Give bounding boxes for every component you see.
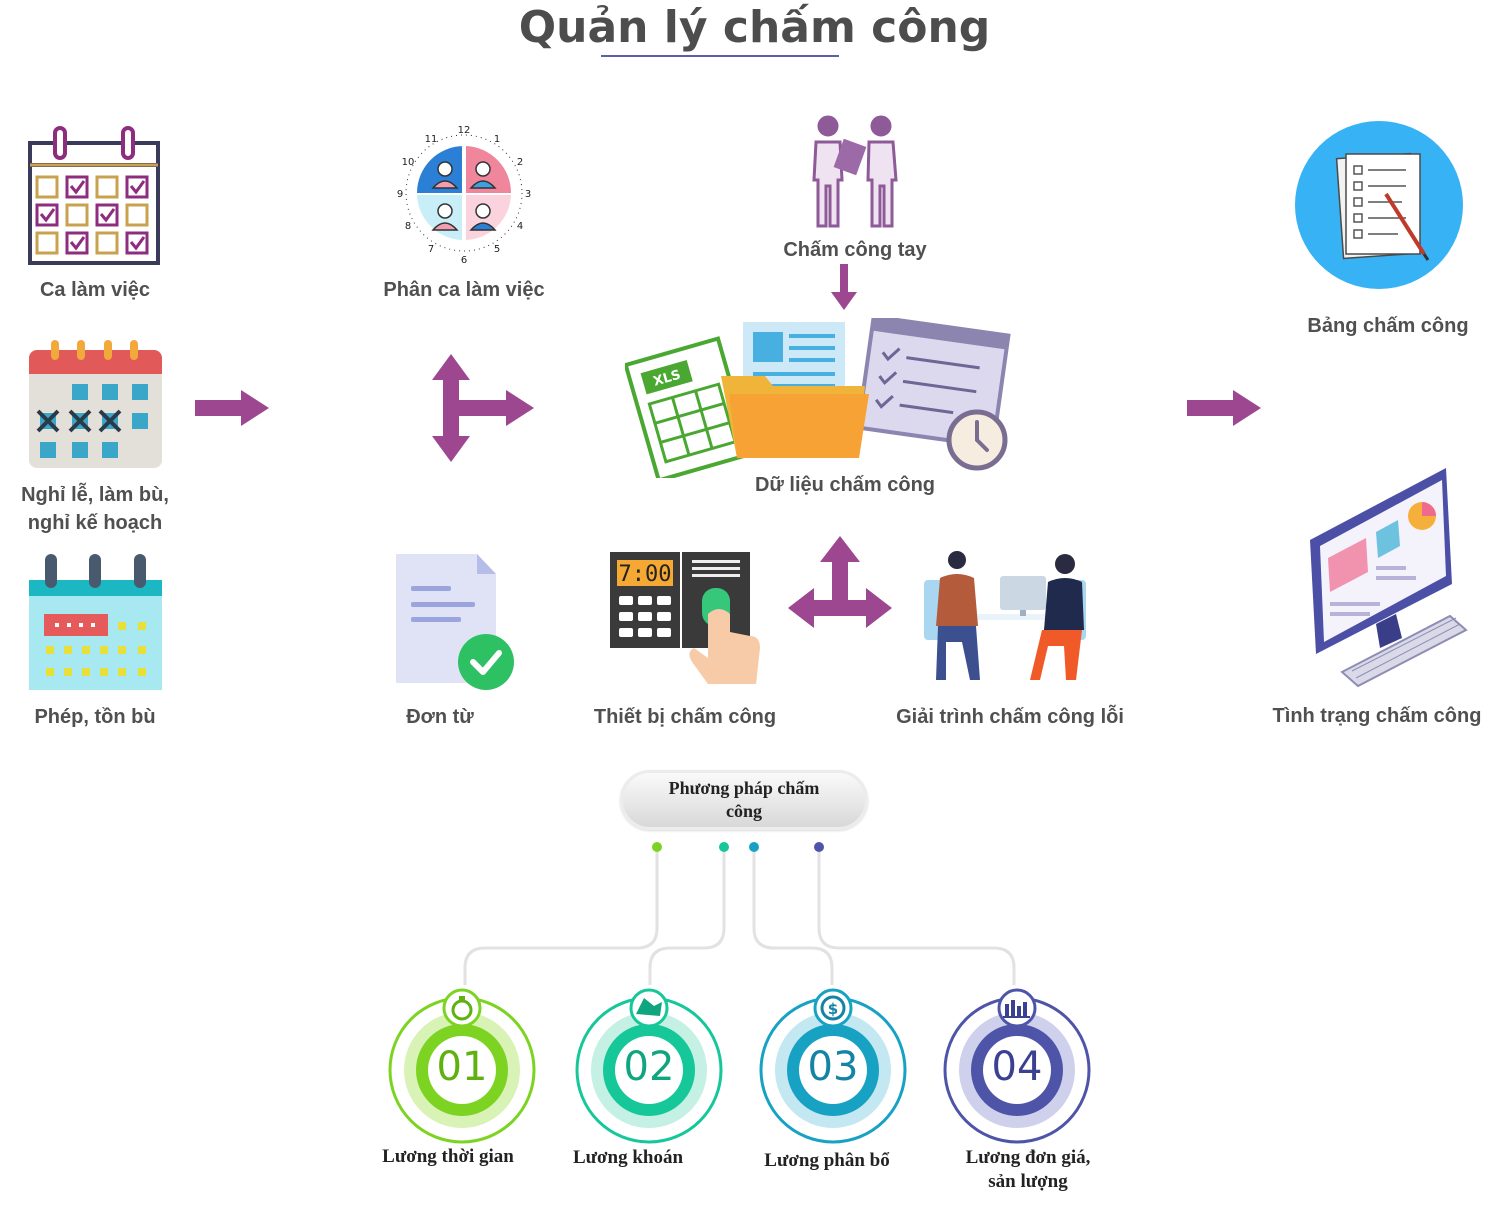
manual-attendance-icon [812, 115, 898, 228]
arrow-right-icon [195, 390, 269, 426]
approved-document-icon [396, 554, 514, 690]
arrow-down-icon [831, 264, 857, 310]
device-time: 7:00 [619, 562, 672, 587]
method-04-badge [942, 984, 1092, 1144]
connector-dot-04 [814, 842, 824, 852]
svg-text:6: 6 [461, 255, 467, 264]
svg-text:1: 1 [494, 134, 500, 145]
node-du-lieu: Dữ liệu chấm công [754, 474, 936, 496]
svg-text:$: $ [828, 1000, 838, 1018]
svg-text:11: 11 [425, 134, 438, 145]
node-tinh-trang: Tình trạng chấm công [1272, 705, 1482, 727]
status-dashboard-icon [1310, 468, 1468, 688]
connector-dot-03 [749, 842, 759, 852]
node-ca-lam-viec: Ca làm việc [39, 279, 151, 301]
method-02-number: 02 [623, 1044, 675, 1090]
method-03-badge: $ [758, 984, 908, 1144]
arrow-right-icon [1187, 390, 1261, 426]
node-thiet-bi: Thiết bị chấm công [593, 706, 777, 728]
bar-chart-icon [1003, 1000, 1030, 1018]
svg-text:10: 10 [402, 157, 415, 168]
method-03-label: Lương phân bổ [764, 1150, 890, 1171]
method-01-label: Lương thời gian [382, 1146, 514, 1167]
svg-text:8: 8 [405, 221, 411, 232]
node-don-tu: Đơn từ [406, 706, 474, 728]
method-01-number: 01 [436, 1044, 488, 1090]
attendance-device-icon: 7:00 [610, 552, 760, 684]
method-04-label-line2: sản lượng [988, 1171, 1068, 1192]
handshake-icon [636, 998, 662, 1016]
stopwatch-icon [451, 999, 473, 1021]
svg-text:3: 3 [525, 189, 531, 200]
method-03-number: 03 [807, 1044, 859, 1090]
method-02-label: Lương khoán [572, 1147, 684, 1168]
node-cham-cong-tay: Chấm công tay [783, 239, 927, 261]
node-phan-ca: Phân ca làm việc [383, 279, 545, 301]
svg-text:4: 4 [517, 221, 523, 232]
method-02-badge [574, 984, 724, 1144]
method-04-number: 04 [991, 1044, 1043, 1090]
method-04-label-line1: Lương đơn giá, [965, 1147, 1091, 1168]
meeting-explanation-icon [924, 551, 1086, 680]
attendance-data-icon: XLS [625, 318, 1011, 478]
shift-calendar-icon [28, 126, 160, 265]
node-nghi-le: Nghỉ lễ, làm bù, nghỉ kế hoạch [0, 481, 190, 537]
svg-text:9: 9 [397, 189, 403, 200]
dollar-cycle-icon [820, 995, 846, 1021]
node-phep-ton-bu: Phép, tồn bù [34, 706, 156, 728]
methods-header-line1: Phương pháp chấm [668, 778, 820, 798]
methods-header: Phương pháp chấm công [620, 770, 868, 830]
connector-dot-02 [719, 842, 729, 852]
connector-dot-01 [652, 842, 662, 852]
holiday-calendar-icon [29, 340, 162, 468]
tri-arrow-icon [432, 354, 534, 462]
node-bang-cham-cong: Bảng chấm công [1307, 315, 1469, 337]
timesheet-icon [1295, 121, 1463, 289]
quad-arrow-icon [788, 536, 892, 628]
svg-text:2: 2 [517, 157, 523, 168]
methods-header-line2: công [726, 801, 762, 821]
svg-text:7: 7 [428, 244, 434, 255]
svg-text:12: 12 [458, 125, 471, 136]
page-title: Quản lý chấm công [518, 2, 991, 53]
xls-badge: XLS [652, 368, 683, 390]
svg-text:5: 5 [494, 244, 500, 255]
method-04-label: Lương đơn giá, sản lượng [938, 1146, 1118, 1194]
node-nghi-le-line1: Nghỉ lễ, làm bù, [21, 484, 169, 506]
leave-calendar-icon [29, 554, 162, 690]
method-01-badge [387, 984, 537, 1144]
method-connectors [463, 848, 1016, 985]
node-nghi-le-line2: nghỉ kế hoạch [27, 512, 163, 534]
node-giai-trinh: Giải trình chấm công lỗi [896, 706, 1124, 728]
title-underline [601, 55, 839, 57]
